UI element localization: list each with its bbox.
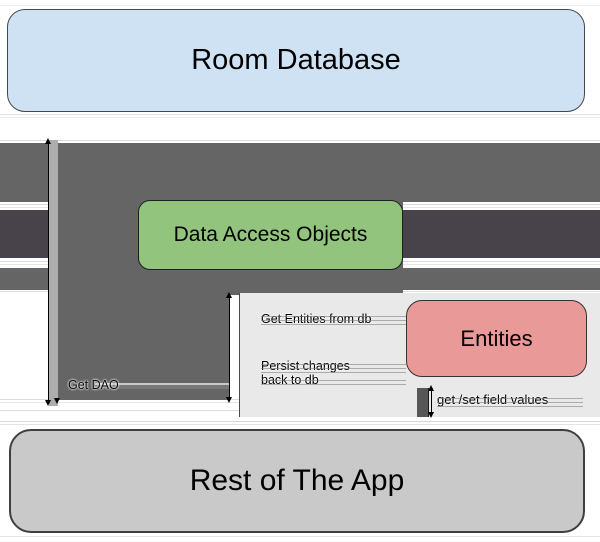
artifact-line [0,421,600,422]
arrowhead-down-icon [54,398,60,404]
big-arrow-block-left-leg [58,143,229,400]
rest-of-app-node: Rest of The App [9,429,585,533]
rest-of-app-label: Rest of The App [189,464,405,497]
arrowhead-up-icon [226,292,232,298]
arrowhead-up-icon [428,385,434,391]
middle-dimension-line [229,295,230,400]
get-entities-label: Get Entities from db [261,312,372,326]
entities-node: Entities [406,300,587,377]
artifact-line [0,114,600,115]
persist-changes-label: Persist changes back to db [261,359,350,387]
get-dao-label: Get DAO [68,378,119,392]
artifact-line [0,5,600,6]
artifact-line [0,424,600,425]
arrowhead-down-icon [428,412,434,418]
data-access-objects-node: Data Access Objects [138,200,403,270]
arrowhead-down-icon [226,397,232,403]
room-database-label: Room Database [191,44,401,76]
entities-label: Entities [460,325,533,351]
artifact-line [0,140,600,141]
left-dimension-line [48,141,49,404]
arrowhead-up-icon [45,138,51,144]
artifact-line [0,117,600,118]
artifact-line [0,536,600,537]
left-arrow-shaft [49,140,58,406]
entities-to-app-arrow-shaft [417,388,429,417]
right-dimension-line [431,388,432,415]
get-set-field-values-label: get /set field values [437,392,549,407]
arrowhead-down-icon [45,400,51,406]
room-database-node: Room Database [7,9,585,112]
data-access-objects-label: Data Access Objects [173,223,368,246]
